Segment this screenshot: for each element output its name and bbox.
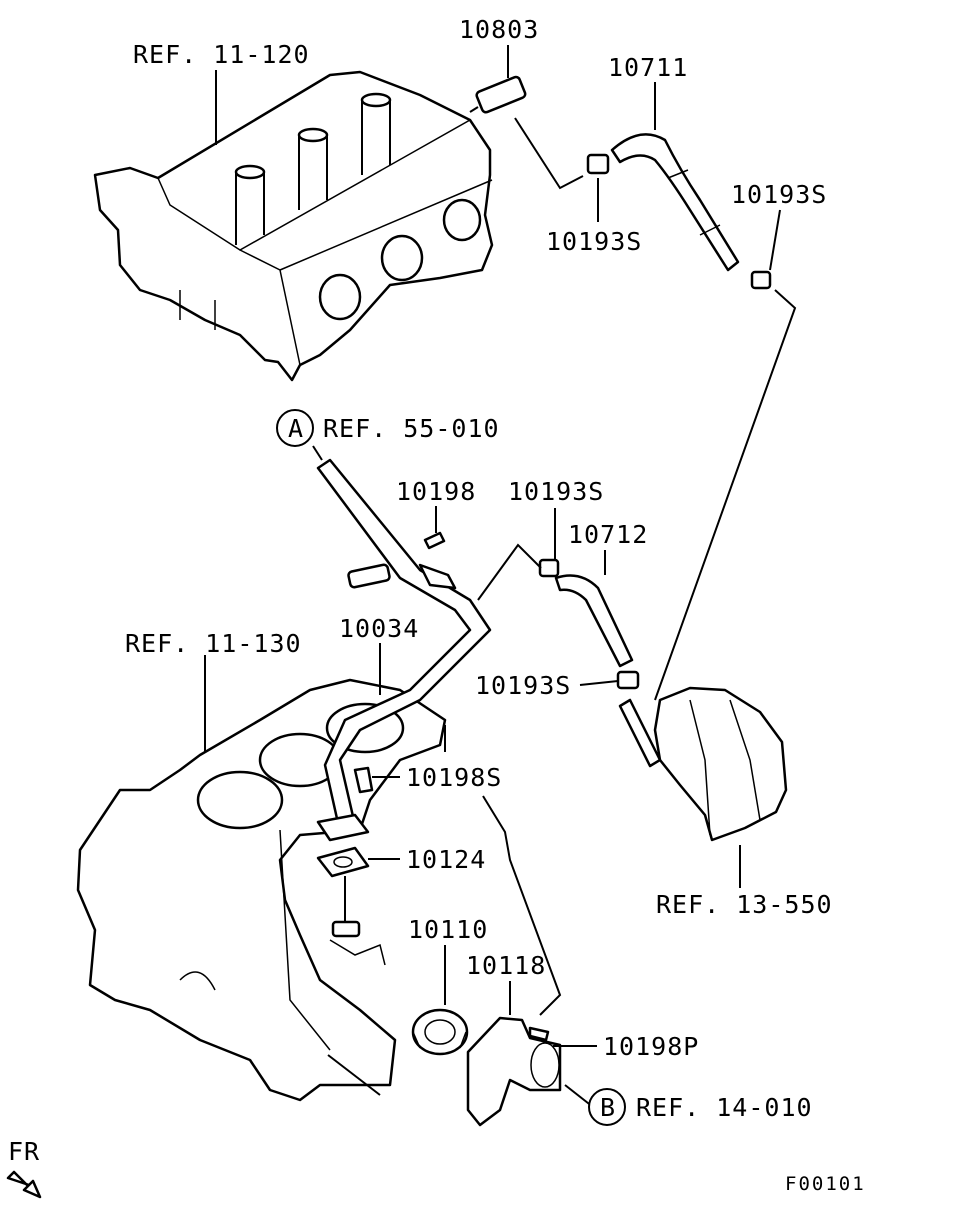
- pipe-flange: [316, 813, 370, 842]
- label-10712: 10712: [568, 520, 648, 549]
- label-10118: 10118: [466, 951, 546, 980]
- cylinder-head: [93, 70, 494, 382]
- label-10110: 10110: [408, 915, 488, 944]
- gasket-lower: [331, 920, 361, 938]
- leader-lines: [204, 45, 797, 1108]
- figure-code: F00101: [785, 1173, 866, 1195]
- front-direction-arrow-icon: [6, 1170, 42, 1199]
- cylinder-block: [76, 678, 447, 1102]
- label-10193s-d: 10193S: [475, 671, 571, 700]
- label-10198: 10198: [396, 477, 476, 506]
- marker-b-circle: [588, 1088, 626, 1126]
- label-10034: 10034: [339, 614, 419, 643]
- label-10193s-b: 10193S: [546, 227, 642, 256]
- label-10803: 10803: [459, 15, 539, 44]
- label-10198s: 10198S: [406, 763, 502, 792]
- label-ref-13-550: REF. 13-550: [656, 890, 833, 919]
- label-ref-55-010: REF. 55-010: [323, 414, 500, 443]
- label-10193s-a: 10193S: [731, 180, 827, 209]
- label-marker-b: B: [600, 1093, 616, 1122]
- label-10711: 10711: [608, 53, 688, 82]
- clamp-10193s-right: [750, 270, 772, 290]
- marker-a-circle: [276, 409, 314, 447]
- water-temp-sensor: [469, 75, 527, 114]
- label-10124: 10124: [406, 845, 486, 874]
- water-outlet-fitting: [653, 686, 788, 842]
- label-marker-a: A: [288, 414, 304, 443]
- water-inlet-fitting-10118: [466, 1016, 562, 1127]
- hose-10712: [538, 558, 662, 768]
- label-fr: FR: [8, 1137, 40, 1166]
- bolt-10198: [423, 531, 446, 550]
- label-10193s-c: 10193S: [508, 477, 604, 506]
- thermostat-10110: [411, 1008, 469, 1056]
- label-ref-11-130: REF. 11-130: [125, 629, 302, 658]
- label-ref-11-120: REF. 11-120: [133, 40, 310, 69]
- gasket-10124: [316, 846, 370, 878]
- label-ref-14-010: REF. 14-010: [636, 1093, 813, 1122]
- clamp-10193s-top: [586, 153, 610, 175]
- bolt-10198p: [528, 1026, 550, 1042]
- hose-10711: [610, 133, 740, 272]
- label-10198p: 10198P: [603, 1032, 699, 1061]
- bolt-10198s: [353, 766, 374, 794]
